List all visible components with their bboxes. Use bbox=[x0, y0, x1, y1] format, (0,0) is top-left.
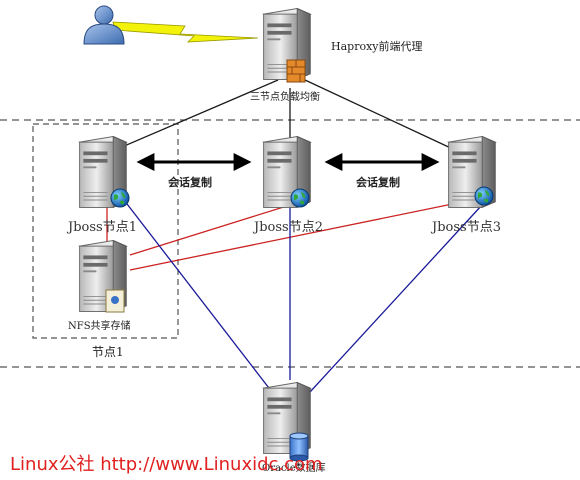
jboss-node1-label: Jboss节点1 bbox=[68, 220, 137, 235]
user-icon bbox=[83, 5, 125, 45]
database-icon bbox=[289, 432, 309, 462]
lightning-icon bbox=[112, 21, 259, 43]
link-jboss3-oracle bbox=[309, 204, 483, 393]
link-jboss2-nfs bbox=[129, 204, 291, 256]
link-jboss1-oracle bbox=[123, 199, 273, 393]
globe-icon bbox=[110, 188, 130, 208]
nfs-storage-label: NFS共享存储 bbox=[68, 321, 131, 332]
firewall-icon bbox=[286, 59, 306, 83]
link-jboss3-nfs bbox=[129, 199, 473, 271]
oracle-database-label: Oracle数据库 bbox=[262, 463, 326, 474]
storage-icon bbox=[105, 289, 125, 313]
jboss-node2-label: Jboss节点2 bbox=[254, 220, 323, 235]
node-group-label: 节点1 bbox=[92, 345, 124, 359]
link-haproxy-jboss1 bbox=[114, 79, 279, 151]
watermark-text: Linux公社 http://www.Linuxidc.com bbox=[10, 454, 323, 475]
globe-icon bbox=[290, 188, 310, 208]
node-group-box bbox=[32, 123, 179, 339]
jboss-node3-label: Jboss节点3 bbox=[432, 220, 501, 235]
globe-icon bbox=[474, 186, 494, 206]
haproxy-label: Haproxy前端代理 bbox=[331, 40, 423, 53]
load-balance-label: 三节点负载均衡 bbox=[250, 92, 320, 103]
link-haproxy-jboss3 bbox=[304, 79, 456, 151]
session-replication-label-left: 会话复制 bbox=[168, 176, 212, 189]
session-replication-label-right: 会话复制 bbox=[356, 176, 400, 189]
